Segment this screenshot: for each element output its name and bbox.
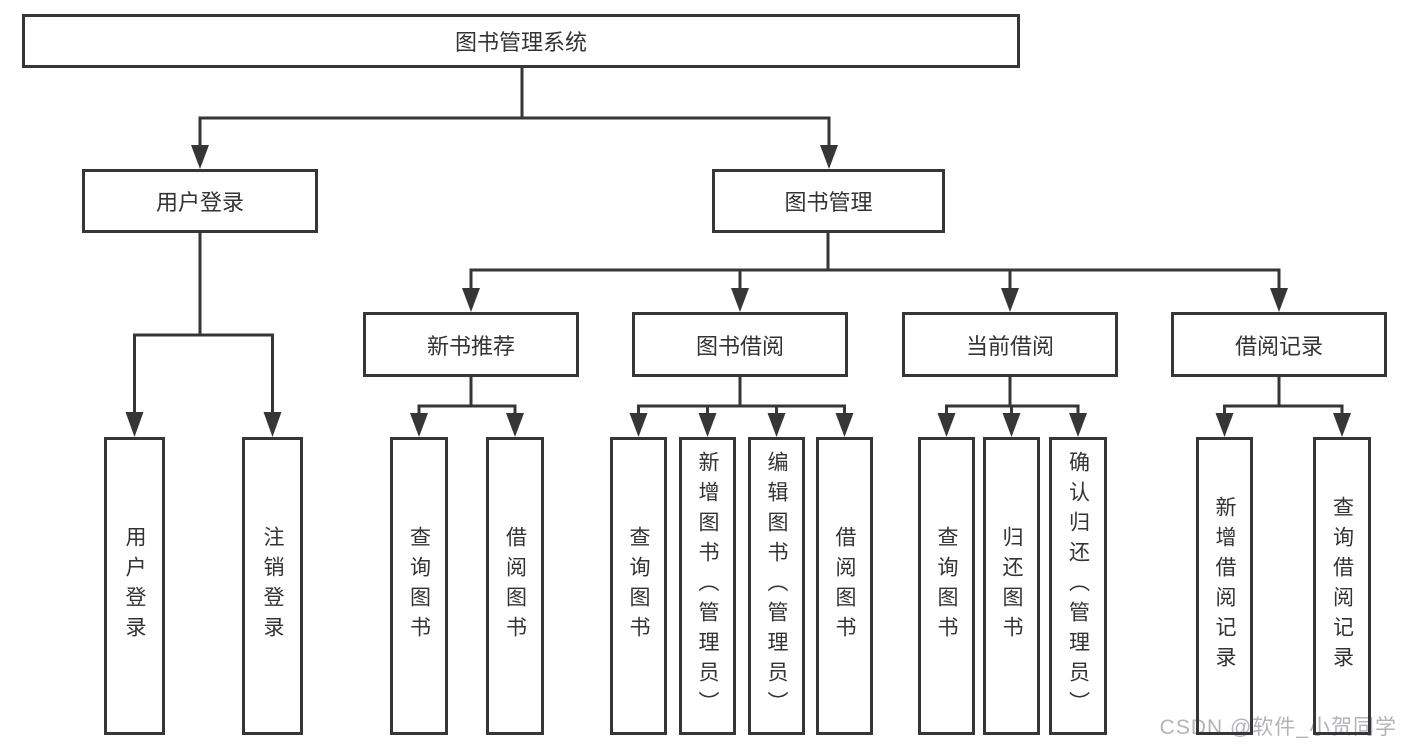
- node-leaf-query-borrow-record: 查询借阅记录: [1313, 437, 1371, 735]
- node-leaf-query-borrow-record-label: 查询借阅记录: [1330, 496, 1354, 676]
- node-leaf-return-books-label: 归还图书: [1000, 526, 1023, 646]
- node-leaf-query-books-current: 查询图书: [918, 437, 975, 735]
- node-new-book-recommend: 新书推荐: [363, 312, 579, 377]
- node-borrowing-records: 借阅记录: [1171, 312, 1387, 377]
- node-leaf-logout-label: 注销登录: [261, 526, 284, 646]
- node-root-system: 图书管理系统: [22, 14, 1020, 68]
- node-leaf-add-books-admin-label: 新增图书（管理员）: [696, 451, 719, 721]
- node-leaf-user-login-label: 用户登录: [123, 526, 146, 646]
- node-root-label: 图书管理系统: [454, 30, 587, 55]
- node-new-book-recommend-label: 新书推荐: [426, 333, 515, 359]
- node-leaf-logout: 注销登录: [242, 437, 303, 735]
- node-leaf-query-books-recommend: 查询图书: [390, 437, 448, 735]
- node-leaf-query-books-recommend-label: 查询图书: [407, 526, 431, 646]
- node-leaf-confirm-return-admin-label: 确认归还（管理员）: [1066, 451, 1090, 721]
- node-current-borrowing-label: 当前借阅: [965, 333, 1054, 359]
- node-leaf-borrow-books-recommend-label: 借阅图书: [503, 526, 527, 646]
- node-user-login-branch-label: 用户登录: [155, 190, 244, 215]
- node-leaf-edit-books-admin-label: 编辑图书（管理员）: [765, 451, 788, 721]
- node-leaf-borrow-books-borrowing: 借阅图书: [816, 437, 873, 735]
- node-leaf-return-books: 归还图书: [983, 437, 1040, 735]
- node-leaf-add-books-admin: 新增图书（管理员）: [679, 437, 736, 735]
- node-leaf-query-books-current-label: 查询图书: [935, 526, 958, 646]
- node-leaf-query-books-borrowing-label: 查询图书: [627, 526, 650, 646]
- node-book-management-branch-label: 图书管理: [784, 190, 873, 215]
- node-leaf-confirm-return-admin: 确认归还（管理员）: [1049, 437, 1107, 735]
- node-current-borrowing: 当前借阅: [902, 312, 1118, 377]
- node-leaf-borrow-books-recommend: 借阅图书: [486, 437, 544, 735]
- csdn-watermark: CSDN @软件_小贺同学: [1159, 716, 1397, 739]
- node-borrowing-records-label: 借阅记录: [1234, 333, 1323, 359]
- node-leaf-edit-books-admin: 编辑图书（管理员）: [748, 437, 805, 735]
- node-leaf-add-borrow-record: 新增借阅记录: [1196, 437, 1253, 735]
- node-leaf-user-login: 用户登录: [104, 437, 165, 735]
- node-leaf-add-borrow-record-label: 新增借阅记录: [1213, 496, 1236, 676]
- node-leaf-query-books-borrowing: 查询图书: [610, 437, 667, 735]
- node-user-login-branch: 用户登录: [82, 169, 318, 233]
- node-leaf-borrow-books-borrowing-label: 借阅图书: [833, 526, 856, 646]
- node-book-borrowing: 图书借阅: [632, 312, 848, 377]
- node-book-management-branch: 图书管理: [712, 169, 945, 233]
- node-book-borrowing-label: 图书借阅: [695, 333, 784, 359]
